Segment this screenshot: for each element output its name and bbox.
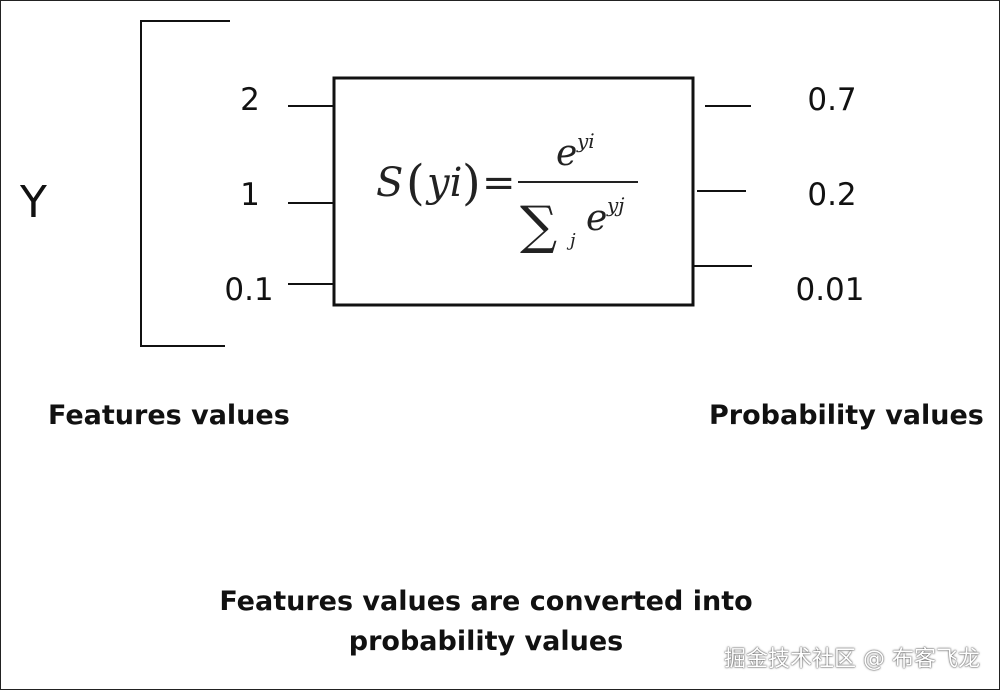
denominator-exponent: yj [606,193,625,217]
output-value-3: 0.01 [795,272,864,308]
input-value-3: 0.1 [224,272,273,308]
numerator-exponent: yi [576,129,595,153]
formula-open-paren: ( [406,155,425,211]
features-label: Features values [48,400,290,431]
formula-argument: yi [425,160,462,206]
formula-close-paren: ) [462,155,481,211]
watermark: 掘金技术社区 @ 布客飞龙 [724,647,980,672]
sum-index: j [566,230,576,251]
output-value-2: 0.2 [807,177,856,213]
input-value-1: 2 [240,82,260,118]
input-bracket [140,20,230,347]
output-value-1: 0.7 [807,82,856,118]
softmax-formula: S ( yi ) = e yi ∑ j e yj [376,129,638,256]
probabilities-label: Probability values [709,400,984,431]
formula-equals: = [482,160,516,206]
caption-line-2: probability values [348,626,624,657]
bottom-caption: Features values are converted into proba… [0,582,972,662]
numerator-base: e [556,133,577,174]
caption-line-1: Features values are converted into [219,586,753,617]
formula-function: S [376,160,403,206]
softmax-box [332,76,695,307]
sum-symbol: ∑ [520,196,557,256]
input-value-2: 1 [240,177,260,213]
denominator-base: e [586,198,607,239]
y-axis-label: Y [19,177,47,228]
